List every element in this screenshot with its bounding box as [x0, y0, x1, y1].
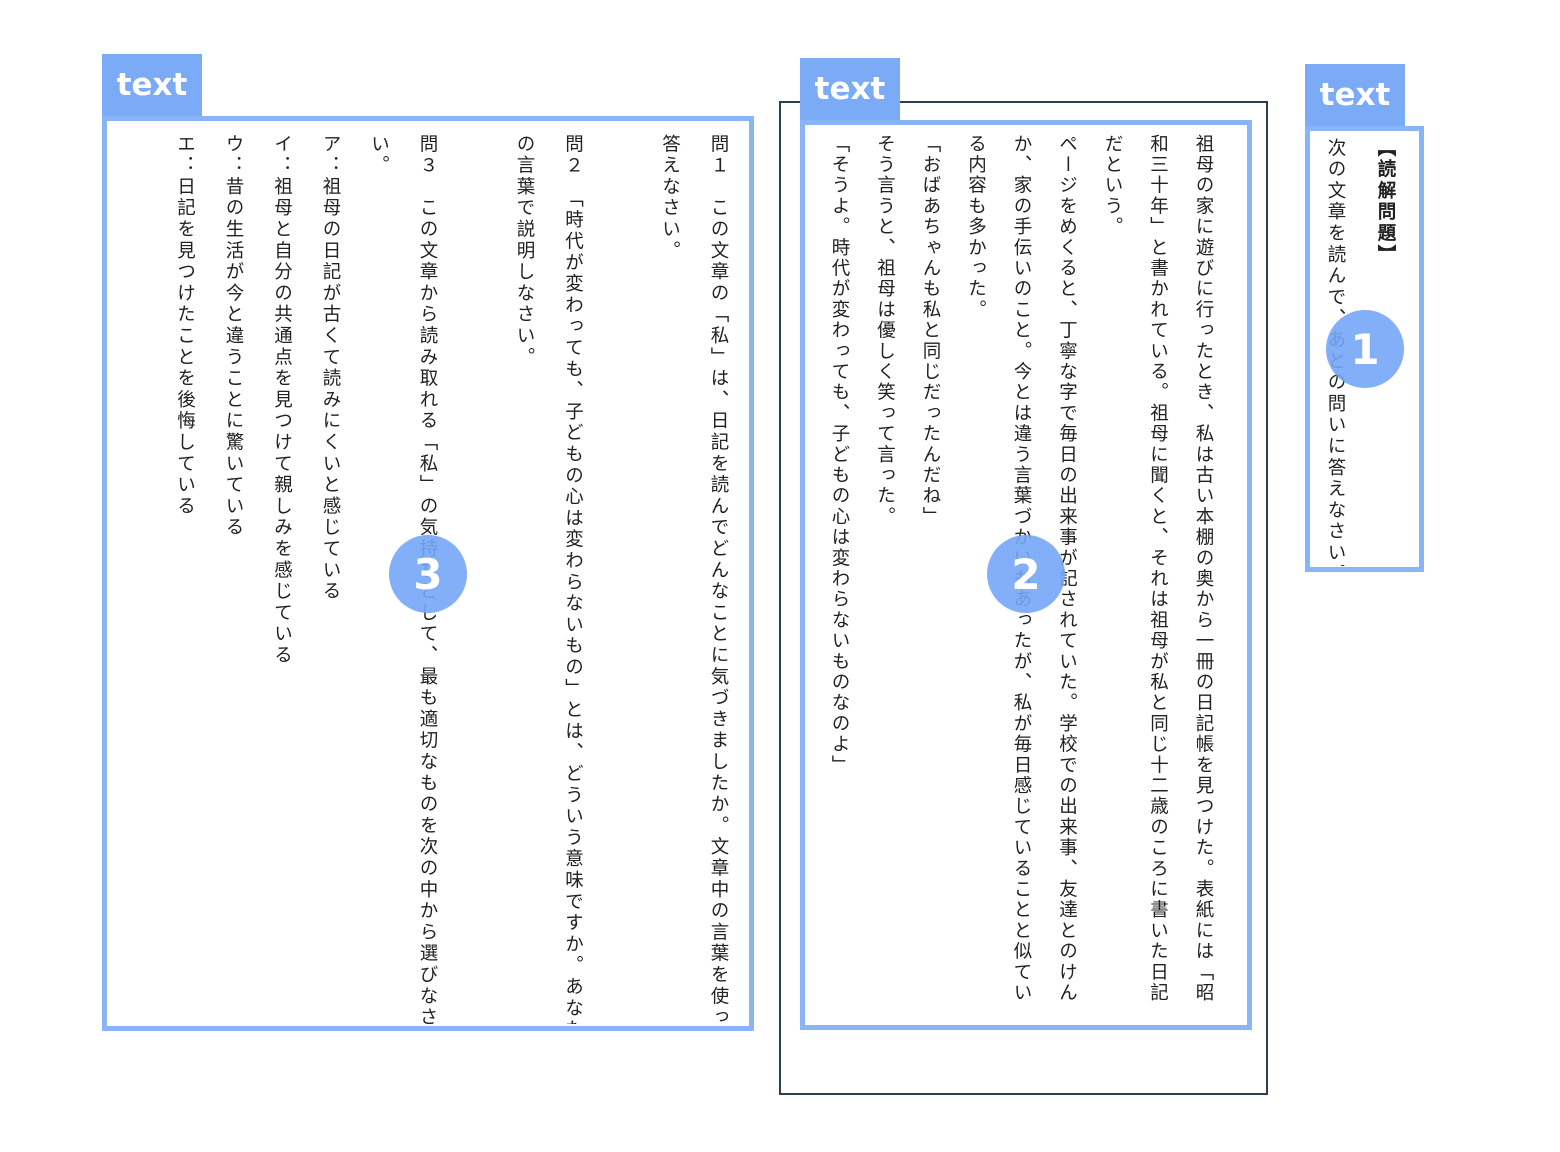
passage-line: だという。	[1102, 134, 1123, 238]
question-1-line: 問１ この文章の「私」は、日記を読んでどんなことに気づきましたか。文章中の言葉を…	[708, 134, 729, 1024]
region-box-3	[102, 116, 754, 1031]
question-3-line: い。	[368, 134, 390, 177]
passage-line: 和三十年」と書かれている。祖母に聞くと、それは祖母が私と同じ十二歳のころに書いた…	[1147, 134, 1169, 1004]
passage-line: る内容も多かった。	[965, 134, 987, 321]
region-tag-2: text	[800, 58, 900, 120]
passage-line: 祖母の家に遊びに行ったとき、私は古い本棚の奥から一冊の日記帳を見つけた。表紙には…	[1193, 134, 1214, 1004]
region-badge-2: 2	[987, 535, 1065, 613]
question-2-line: の言葉で説明しなさい。	[514, 134, 535, 369]
question-2-line: 問２ 「時代が変わっても、子どもの心は変わらないもの」とは、どういう意味ですか。…	[562, 134, 584, 1024]
choice-e: エ：日記を見つけたことを後悔している	[174, 134, 196, 518]
passage-text-block: 祖母の家に遊びに行ったとき、私は古い本棚の奥から一冊の日記帳を見つけた。表紙には…	[808, 134, 1244, 1022]
passage-line: ページをめくると、丁寧な字で毎日の出来事が記されていた。学校での出来事、友達との…	[1056, 134, 1078, 1004]
choice-i: イ：祖母と自分の共通点を見つけて親しみを感じている	[271, 134, 293, 667]
blank-line	[597, 134, 646, 1024]
question-1-line: 答えなさい。	[659, 134, 681, 262]
region-tag-3: text	[102, 54, 202, 116]
passage-page-border	[779, 101, 1268, 1095]
region-badge-1: 1	[1326, 310, 1404, 388]
region-tag-1: text	[1305, 64, 1405, 126]
choice-u: ウ：昔の生活が今と違うことに驚いている	[223, 134, 244, 539]
region-badge-3: 3	[389, 535, 467, 613]
passage-line: そう言うと、祖母は優しく笑って言った。	[874, 134, 896, 528]
region-box-2	[800, 120, 1252, 1030]
choice-a: ア：祖母の日記が古くて読みにくいと感じている	[320, 134, 341, 603]
worksheet-title: 【読解問題】	[1375, 138, 1396, 266]
passage-line: 「おばあちゃんも私と同じだったんだね」	[920, 134, 941, 528]
region-box-1	[1305, 126, 1424, 572]
passage-line: 「そうよ。時代が変わっても、子どもの心は変わらないものなのよ」	[829, 134, 850, 776]
